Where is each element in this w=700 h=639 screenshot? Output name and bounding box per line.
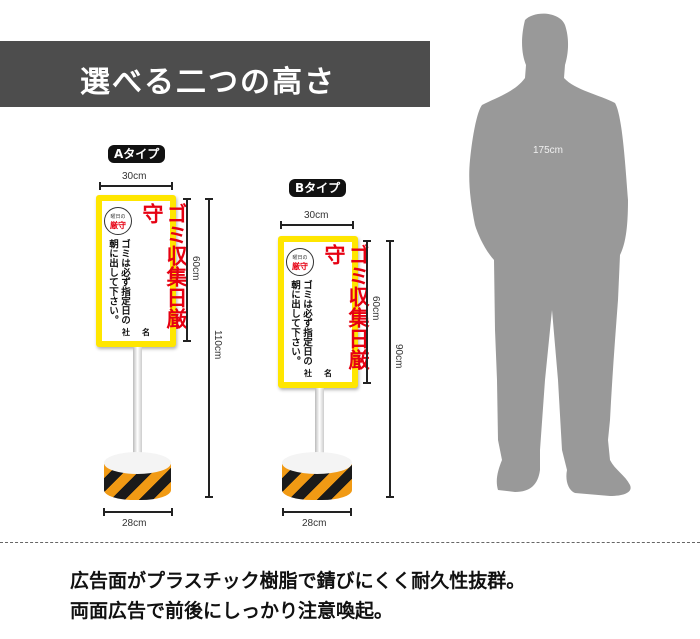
sign-sub-text: ゴミは必ず指定日の朝に出して下さい。 [289,280,312,366]
sign-main-text: ゴミ収集日厳守 [140,203,188,329]
type-b-width-line [280,221,354,229]
type-a-sign: 曜日の 厳守 ゴミ収集日厳守 ゴミは必ず指定日の朝に出して下さい。 社名 [96,195,188,347]
type-a-base-width-label: 28cm [122,518,147,529]
type-b-sign: 曜日の 厳守 ゴミ収集日厳守 ゴミは必ず指定日の朝に出して下さい。 社名 [278,236,370,388]
type-a-width-line [99,182,173,190]
sign-company-text: 社名 [122,328,162,337]
type-b-total-height-label: 90cm [393,344,404,369]
type-b-base-width-label: 28cm [302,518,327,529]
type-b-label: Bタイプ [289,179,347,197]
type-a-total-height-label: 110cm [212,330,223,360]
type-a-base-width-line [103,508,173,516]
type-b-sign-height-line [363,240,371,384]
human-height-label: 175cm [533,145,564,156]
type-a-total-height-line [205,198,213,498]
footer-line-1: 広告面がプラスチック樹脂で錆びにくく耐久性抜群。 [70,570,526,592]
type-a-sign-height-line [183,198,191,342]
badge-top-text: 曜日の [110,214,126,220]
type-b-width-label: 30cm [304,210,329,221]
dashed-divider [0,542,700,543]
human-silhouette-icon [469,13,631,496]
type-a-label: Aタイプ [108,145,166,163]
type-a-pole [133,347,142,459]
badge-bottom-text: 厳守 [110,221,126,230]
title-banner [0,41,430,107]
badge-icon: 曜日の 厳守 [104,207,132,235]
type-b-base-top [282,452,352,474]
footer-line-2: 両面広告で前後にしっかり注意喚起。 [70,600,394,622]
type-a-sign-height-label: 60cm [190,256,201,281]
sign-sub-text: ゴミは必ず指定日の朝に出して下さい。 [107,239,130,325]
badge-bottom-text: 厳守 [292,262,308,271]
type-b-pole [315,388,324,458]
type-a-base-top [104,452,171,474]
type-b-base-width-line [282,508,352,516]
sign-company-text: 社名 [304,369,344,378]
type-a-width-label: 30cm [122,171,147,182]
page-title: 選べる二つの高さ [80,65,336,100]
badge-icon: 曜日の 厳守 [286,248,314,276]
badge-top-text: 曜日の [292,255,308,261]
type-b-total-height-line [386,240,394,498]
sign-main-text: ゴミ収集日厳守 [322,244,370,370]
type-b-sign-height-label: 60cm [370,296,381,321]
